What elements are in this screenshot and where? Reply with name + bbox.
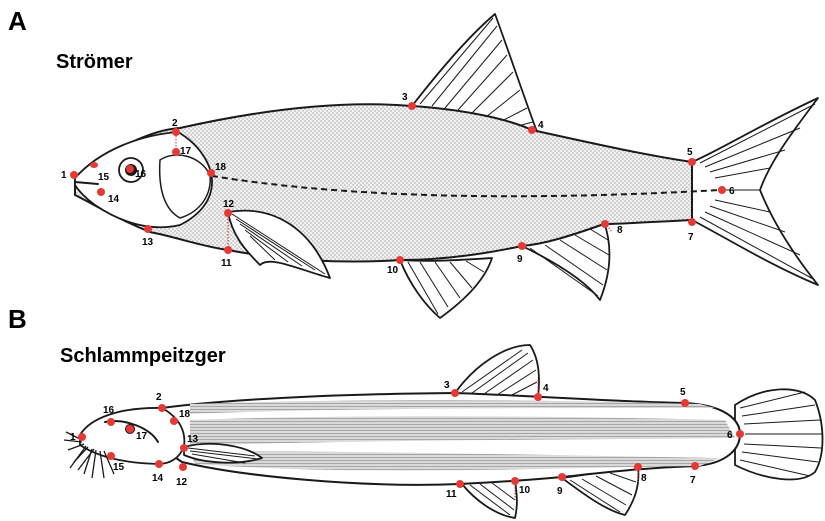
landmark-point <box>396 256 404 264</box>
landmark-point <box>126 425 134 433</box>
landmark-label: 18 <box>179 409 191 420</box>
landmark-label: 4 <box>538 120 544 131</box>
landmark-point <box>601 220 609 228</box>
landmark-point <box>688 158 696 166</box>
landmark-point <box>158 404 166 412</box>
landmark-label: 1 <box>61 170 67 181</box>
landmark-point <box>97 188 105 196</box>
caudal-fin <box>692 98 818 285</box>
landmark-label: 17 <box>136 431 148 442</box>
landmark-label: 15 <box>98 172 110 183</box>
landmark-label: 3 <box>402 92 408 103</box>
panel-a: A Strömer <box>8 6 818 318</box>
landmark-point <box>688 218 696 226</box>
landmark-point <box>144 225 152 233</box>
panel-letter: B <box>8 304 27 334</box>
landmark-label: 2 <box>172 118 178 129</box>
landmark-label: 11 <box>221 258 232 269</box>
landmark-label: 17 <box>180 146 192 157</box>
landmark-label: 4 <box>543 383 549 394</box>
landmark-label: 7 <box>688 232 694 243</box>
landmark-label: 7 <box>690 475 696 486</box>
fish-drawing-schlammpeitzger <box>64 345 823 518</box>
landmark-label: 8 <box>641 473 647 484</box>
landmark-point <box>170 417 178 425</box>
landmark-point <box>70 171 78 179</box>
landmark-point <box>126 165 134 173</box>
landmark-label: 5 <box>687 147 693 158</box>
landmark-label: 10 <box>387 265 399 276</box>
landmark-point <box>172 128 180 136</box>
landmark-label: 9 <box>557 486 563 497</box>
landmark-label: 6 <box>727 430 733 441</box>
fish-drawing-stroemer <box>75 14 818 318</box>
landmark-point <box>179 463 187 471</box>
landmark-label: 5 <box>680 387 686 398</box>
landmark-label: 8 <box>617 225 623 236</box>
landmark-point <box>634 463 642 471</box>
landmark-label: 18 <box>215 162 227 173</box>
landmark-point <box>408 102 416 110</box>
landmark-point <box>107 452 115 460</box>
landmark-label: 2 <box>156 392 162 403</box>
landmark-label: 11 <box>446 489 457 500</box>
landmark-point <box>691 462 699 470</box>
landmark-label: 6 <box>729 186 735 197</box>
landmark-label: 13 <box>142 237 154 248</box>
landmark-label: 9 <box>517 254 523 265</box>
landmark-label: 14 <box>152 473 164 484</box>
dorsal-fin <box>455 345 539 397</box>
landmark-label: 1 <box>70 432 76 443</box>
fish-name: Schlammpeitzger <box>60 345 226 367</box>
landmark-point <box>90 162 98 168</box>
fish-name: Strömer <box>56 51 133 73</box>
landmark-point <box>558 473 566 481</box>
pelvic-fin <box>400 258 492 318</box>
landmark-label: 3 <box>444 380 450 391</box>
landmark-point <box>180 444 188 452</box>
landmark-label: 10 <box>519 485 531 496</box>
landmark-label: 13 <box>187 434 199 445</box>
landmark-point <box>172 148 180 156</box>
landmark-label: 12 <box>176 477 188 488</box>
landmark-label: 16 <box>135 169 147 180</box>
landmark-point <box>224 209 232 217</box>
landmark-point <box>107 418 115 426</box>
panel-letter: A <box>8 6 27 36</box>
landmark-point <box>534 393 542 401</box>
landmark-point <box>736 430 744 438</box>
landmark-point <box>718 186 726 194</box>
landmark-point <box>207 169 215 177</box>
landmark-point <box>681 399 689 407</box>
landmark-label: 12 <box>223 199 235 210</box>
landmark-label: 15 <box>113 462 125 473</box>
landmark-label: 16 <box>103 405 115 416</box>
landmark-label: 14 <box>108 194 120 205</box>
landmark-point <box>528 126 536 134</box>
landmark-point <box>78 433 86 441</box>
panel-b: B Schlammpeitzger <box>8 304 823 518</box>
landmark-point <box>518 242 526 250</box>
landmark-point <box>456 480 464 488</box>
landmark-point <box>155 460 163 468</box>
landmark-point <box>451 389 459 397</box>
landmark-point <box>224 246 232 254</box>
landmark-point <box>511 477 519 485</box>
